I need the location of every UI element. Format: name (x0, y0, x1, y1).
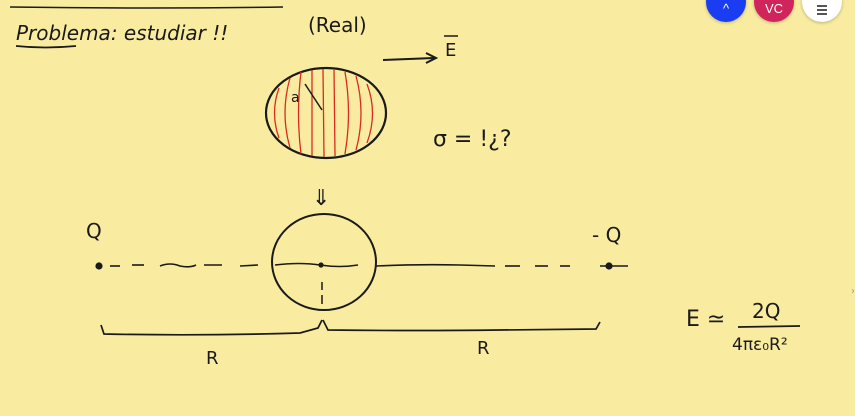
field-arrow (382, 52, 439, 64)
field-formula: E ≃ 2Q 4πε₀R² (686, 299, 801, 355)
header-rule (9, 6, 284, 9)
charge-left-point (95, 262, 103, 270)
implies-arrow: ⇓ (312, 186, 330, 211)
user-avatar[interactable]: VC (754, 0, 794, 22)
title-underline (15, 45, 77, 49)
sigma-question: σ = !¿? (433, 127, 512, 152)
menu-button[interactable] (802, 0, 842, 22)
avatar-initials: VC (764, 1, 784, 16)
formula-denominator: 4πε₀R² (732, 335, 788, 355)
brace-left (100, 319, 323, 336)
formula-numerator: 2Q (752, 299, 780, 323)
conductor-sphere-model (271, 213, 377, 311)
charge-right-label: - Q (592, 223, 621, 247)
collapse-button[interactable]: ^ (706, 0, 746, 22)
menu-icon (817, 5, 827, 15)
expand-arrow-icon[interactable]: › (851, 286, 855, 297)
problem-title: Problema: estudiar !! (16, 21, 228, 45)
real-label: (Real) (308, 13, 367, 37)
formula-lhs: E ≃ (686, 307, 725, 332)
radius-label: a (291, 90, 300, 106)
distance-right-label: R (477, 338, 490, 359)
charge-left-label: Q (86, 219, 102, 243)
charge-right-point (605, 262, 613, 270)
conductor-sphere-real: a (264, 66, 388, 160)
brace-right (322, 319, 601, 332)
field-label: E (445, 40, 456, 61)
distance-left-label: R (206, 348, 219, 369)
chevron-up-icon: ^ (722, 1, 730, 16)
axis-line (95, 262, 628, 270)
